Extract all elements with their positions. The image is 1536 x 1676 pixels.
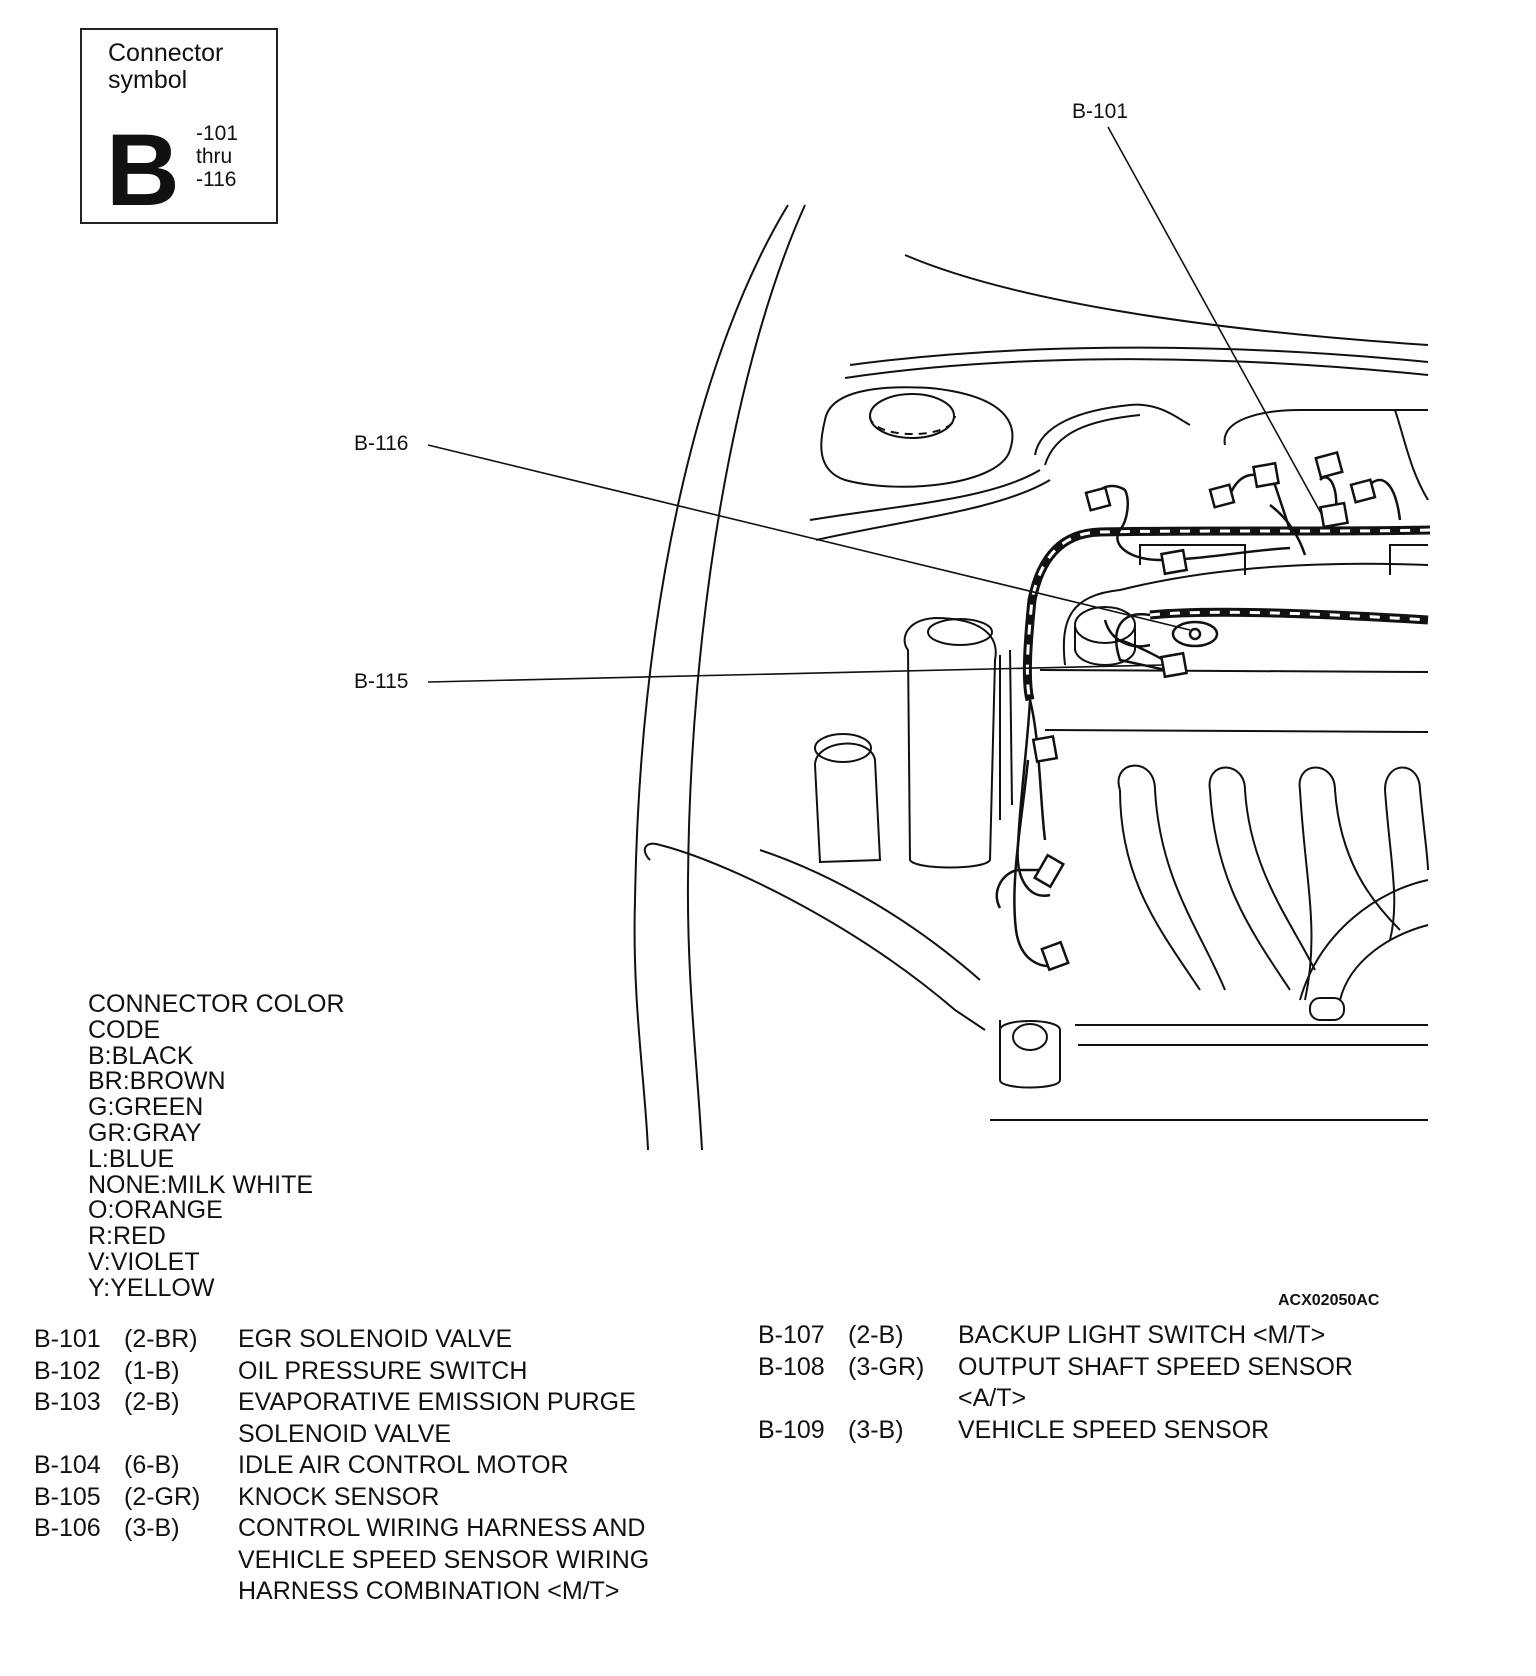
legend-desc: VEHICLE SPEED SENSOR: [958, 1415, 1270, 1444]
range-start: -101: [196, 122, 239, 145]
connector-range: -101 thru -116: [196, 122, 238, 191]
color-code-entry: GR:GRAY: [88, 1118, 202, 1147]
fender-outer-curve: [633, 204, 789, 1151]
color-code-heading: CONNECTOR COLOR: [88, 990, 345, 1018]
connector-letter: B: [106, 113, 180, 227]
component-round: [1074, 606, 1136, 644]
legend-code: (2-BR): [124, 1325, 198, 1353]
connector-legend-right: B-107 (2-B) BACKUP LIGHT SWITCH <M/T> B-…: [758, 1320, 1438, 1446]
legend-code: (3-GR): [848, 1352, 925, 1381]
legend-id: B-103: [34, 1388, 101, 1416]
intake-runner-2: [1208, 766, 1316, 971]
callout-b101: B-101: [1072, 100, 1129, 123]
legend-desc: KNOCK SENSOR: [238, 1482, 440, 1511]
connector-color-code: CONNECTOR COLOR CODE B:BLACK BR:BROWN G:…: [88, 990, 345, 1302]
legend-code: (2-B): [848, 1321, 904, 1349]
range-end: -116: [196, 168, 237, 191]
color-code-entry: O:ORANGE: [88, 1196, 223, 1225]
strut-tower: [820, 386, 1014, 488]
legend-row: B-107 (2-B) BACKUP LIGHT SWITCH <M/T>: [758, 1320, 1438, 1352]
fender-inner-curve: [686, 204, 806, 1151]
callout-b115: B-115: [354, 670, 409, 693]
legend-desc: OIL PRESSURE SWITCH: [238, 1356, 528, 1385]
intake-runner-1: [1117, 764, 1226, 991]
hood-edge: [904, 254, 1429, 346]
legend-code: (6-B): [124, 1451, 180, 1479]
leader-b116: [427, 444, 1191, 631]
legend-id: B-104: [34, 1451, 101, 1479]
legend-code: (2-GR): [124, 1482, 201, 1511]
legend-desc: OUTPUT SHAFT SPEED SENSOR <A/T>: [958, 1352, 1353, 1413]
connector-symbol-title: Connector symbol: [108, 40, 223, 94]
legend-desc: CONTROL WIRING HARNESS AND VEHICLE SPEED…: [238, 1514, 650, 1605]
connector-b115: [1159, 651, 1189, 679]
connector-symbol-box: Connector symbol B -101 thru -116: [80, 28, 278, 224]
legend-id: B-107: [758, 1321, 825, 1349]
legend-id: B-108: [758, 1352, 825, 1381]
color-code-entry: B:BLACK: [88, 1041, 194, 1070]
legend-desc: EGR SOLENOID VALVE: [238, 1325, 513, 1353]
legend-row: B-109 (3-B) VEHICLE SPEED SENSOR: [758, 1415, 1438, 1447]
mount-hole: [1012, 1023, 1048, 1051]
color-code-heading-line2: CODE: [88, 1015, 161, 1044]
connector-symbol-title-line2: symbol: [108, 66, 188, 94]
legend-id: B-102: [34, 1356, 101, 1385]
color-code-entry: R:RED: [88, 1222, 166, 1251]
color-code-entry: BR:BROWN: [88, 1067, 226, 1096]
connector-b101: [1318, 501, 1350, 529]
intake-runner-4: [1384, 766, 1429, 871]
legend-id: B-109: [758, 1415, 825, 1444]
color-code-entry: NONE:MILK WHITE: [88, 1170, 314, 1199]
legend-id: B-101: [34, 1325, 101, 1353]
connector-legend-left: B-101 (2-BR) EGR SOLENOID VALVE B-102 (1…: [34, 1324, 694, 1608]
legend-row: B-102 (1-B) OIL PRESSURE SWITCH: [34, 1356, 694, 1388]
legend-code: (2-B): [124, 1388, 180, 1416]
drawing-id: ACX02050AC: [1278, 1292, 1380, 1309]
connector-symbol-title-line1: Connector: [108, 39, 224, 67]
legend-desc: BACKUP LIGHT SWITCH <M/T>: [958, 1321, 1326, 1349]
legend-id: B-105: [34, 1482, 101, 1511]
range-thru: thru: [196, 145, 233, 168]
legend-code: (3-B): [124, 1514, 180, 1542]
legend-row: B-106 (3-B) CONTROL WIRING HARNESS AND V…: [34, 1513, 694, 1608]
legend-code: (3-B): [848, 1415, 904, 1444]
leader-b115: [427, 664, 1164, 683]
legend-id: B-106: [34, 1514, 101, 1542]
strut-cap: [869, 393, 955, 439]
callout-b116: B-116: [354, 432, 409, 455]
legend-row: B-105 (2-GR) KNOCK SENSOR: [34, 1482, 694, 1514]
color-code-entry: V:VIOLET: [88, 1247, 200, 1276]
color-code-entry: L:BLUE: [88, 1144, 175, 1173]
legend-row: B-101 (2-BR) EGR SOLENOID VALVE: [34, 1324, 694, 1356]
reservoir-upper: [903, 616, 997, 869]
color-code-entry: Y:YELLOW: [88, 1273, 215, 1302]
legend-desc: EVAPORATIVE EMISSION PURGE SOLENOID VALV…: [238, 1388, 636, 1448]
legend-row: B-108 (3-GR) OUTPUT SHAFT SPEED SENSOR <…: [758, 1352, 1438, 1415]
legend-code: (1-B): [124, 1356, 180, 1385]
color-code-entry: G:GREEN: [88, 1093, 204, 1122]
legend-row: B-103 (2-B) EVAPORATIVE EMISSION PURGE S…: [34, 1387, 694, 1450]
leader-b101: [1107, 126, 1323, 516]
legend-row: B-104 (6-B) IDLE AIR CONTROL MOTOR: [34, 1450, 694, 1482]
legend-desc: IDLE AIR CONTROL MOTOR: [238, 1451, 569, 1479]
connector-b-left: [1084, 486, 1112, 512]
